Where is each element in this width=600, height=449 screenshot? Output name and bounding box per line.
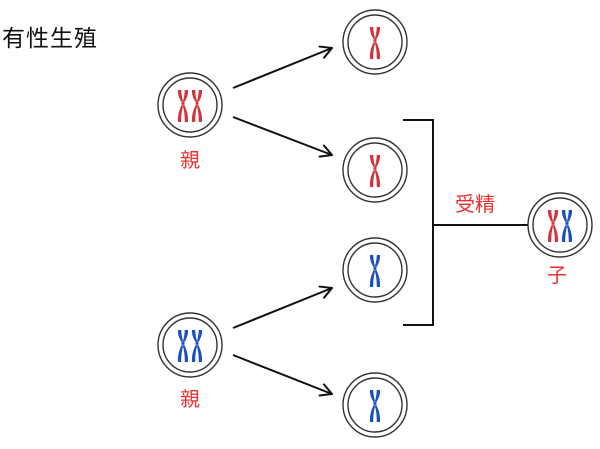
chromosome-icon xyxy=(191,90,203,122)
chromosome-icon xyxy=(177,330,189,362)
arrow-icon xyxy=(232,45,333,89)
gamete-cell xyxy=(342,372,408,438)
chromosome-icon xyxy=(369,255,381,287)
offspring-cell xyxy=(527,192,593,258)
diagram-title: 有性生殖 xyxy=(2,26,98,52)
gamete-cell xyxy=(342,9,408,75)
cell-inner-membrane xyxy=(162,317,218,373)
arrow-icon xyxy=(232,354,333,397)
chromosome-icon xyxy=(561,210,573,242)
cell-inner-membrane xyxy=(347,242,403,298)
arrow-icon xyxy=(232,285,333,329)
cell-outer-membrane xyxy=(342,137,408,203)
parent-cell xyxy=(157,312,223,378)
cell-outer-membrane xyxy=(157,72,223,138)
parent-cell xyxy=(157,72,223,138)
cell-outer-membrane xyxy=(527,192,593,258)
chromosome-icon xyxy=(177,90,189,122)
cell-outer-membrane xyxy=(157,312,223,378)
chromosome-icon xyxy=(369,155,381,187)
fertilization-bracket xyxy=(403,119,434,326)
chromosome-icon xyxy=(369,390,381,422)
cell-inner-membrane xyxy=(347,142,403,198)
gamete-cell xyxy=(342,137,408,203)
arrow-icon xyxy=(232,116,333,158)
offspring-label: 子 xyxy=(547,263,567,287)
parent-label: 親 xyxy=(180,148,200,172)
fertilization-label: 受精 xyxy=(455,192,495,216)
cell-outer-membrane xyxy=(342,9,408,75)
gamete-cell xyxy=(342,237,408,303)
cell-inner-membrane xyxy=(347,377,403,433)
chromosome-icon xyxy=(369,27,381,59)
parent-label: 親 xyxy=(180,387,200,411)
cell-inner-membrane xyxy=(532,197,588,253)
cell-inner-membrane xyxy=(347,14,403,70)
cell-inner-membrane xyxy=(162,77,218,133)
chromosome-icon xyxy=(547,210,559,242)
chromosome-icon xyxy=(191,330,203,362)
cell-outer-membrane xyxy=(342,372,408,438)
cell-outer-membrane xyxy=(342,237,408,303)
